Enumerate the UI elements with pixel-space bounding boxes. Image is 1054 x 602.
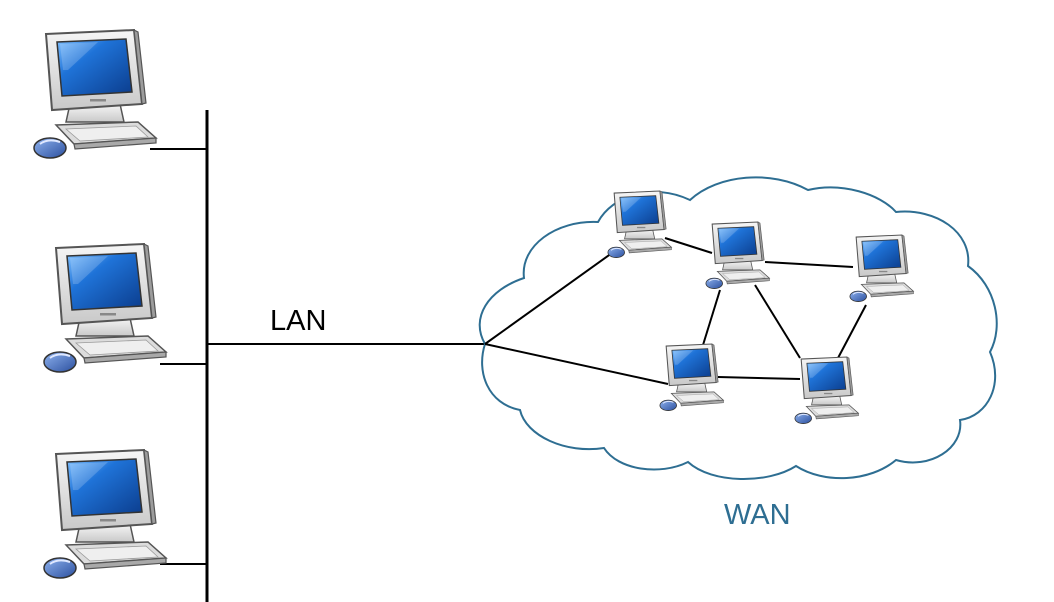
desktop-computer-icon <box>659 343 724 412</box>
desktop-computer-icon <box>849 234 914 303</box>
wan-link-b-d <box>702 289 721 346</box>
wan-link-b-e <box>754 284 801 359</box>
wan-links <box>484 237 867 385</box>
wan-computer-b <box>705 221 770 290</box>
desktop-computer-icon <box>607 190 672 259</box>
lan-label: LAN <box>270 305 326 337</box>
wan-link-d-e <box>717 376 801 380</box>
wan-link-entry-a <box>484 252 613 345</box>
lan-computer-2 <box>43 243 167 373</box>
lan-computer-1 <box>33 29 157 159</box>
desktop-computer-icon <box>33 29 157 159</box>
wan-link-b-c <box>764 261 854 268</box>
wan-label: WAN <box>724 499 791 531</box>
wan-computer-e <box>794 356 859 425</box>
wan-link-c-e <box>837 304 867 359</box>
lan-computer-3 <box>43 449 167 579</box>
desktop-computer-icon <box>705 221 770 290</box>
desktop-computer-icon <box>43 243 167 373</box>
wan-computer-d <box>659 343 724 412</box>
wan-computer-c <box>849 234 914 303</box>
desktop-computer-icon <box>43 449 167 579</box>
wan-link-a-b <box>664 237 713 254</box>
wan-link-entry-d <box>484 343 669 385</box>
desktop-computer-icon <box>794 356 859 425</box>
wan-computer-a <box>607 190 672 259</box>
